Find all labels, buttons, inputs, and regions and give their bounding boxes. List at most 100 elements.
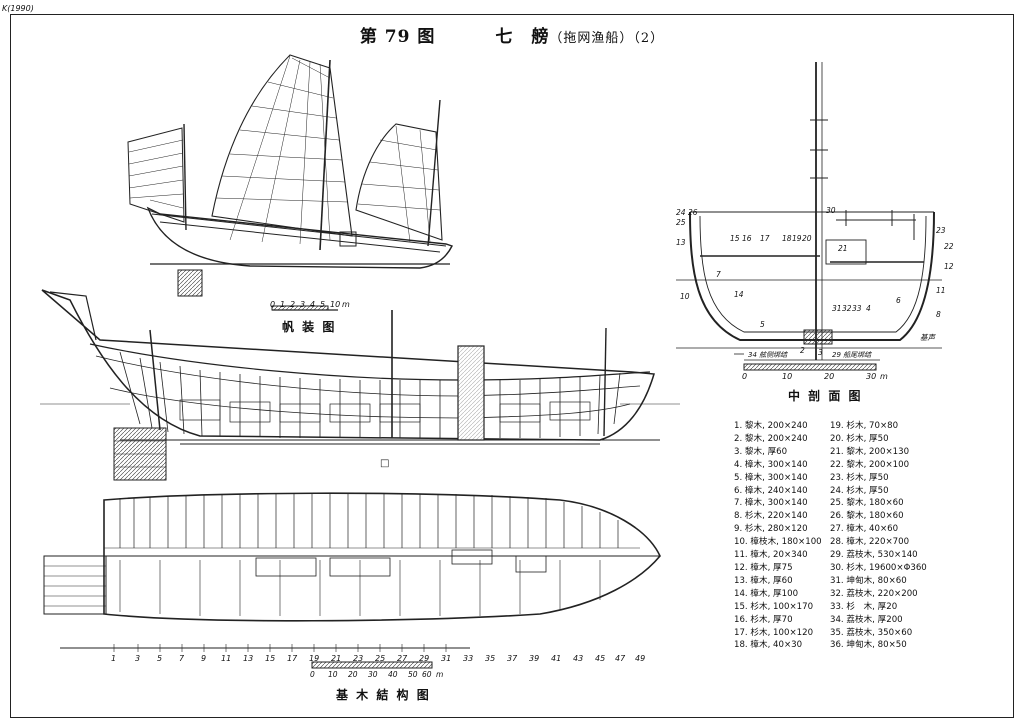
legend-item: 6. 樟木, 240×140 <box>734 485 808 496</box>
keel-scale-tick: 40 <box>388 670 398 679</box>
mid-scale-tick: 20 <box>824 372 835 381</box>
keel-scale-tick: 10 <box>328 670 338 679</box>
callout-label: 15 <box>730 234 740 243</box>
station-number: 35 <box>485 654 496 663</box>
legend-item: 13. 樟木, 厚60 <box>734 575 793 586</box>
callout-label: 4 <box>866 304 871 313</box>
station-number: 27 <box>397 654 408 663</box>
figure-number: 第 79 图 <box>359 27 436 47</box>
sail-plan-caption: 帆 装 图 <box>282 320 337 334</box>
keel-scale-tick: 50 <box>408 670 418 679</box>
mid-scale-tick: m <box>880 372 888 381</box>
callout-label: 19 <box>792 234 802 243</box>
sail-scale-tick: 4 <box>310 300 316 309</box>
legend-item: 18. 樟木, 40×30 <box>734 640 803 651</box>
keel-scale-tick: 0 <box>310 670 315 679</box>
legend-item: 8. 杉木, 220×140 <box>734 511 808 522</box>
mid-section-drawing <box>676 62 942 371</box>
legend-item: 30. 杉木, 19600×Φ360 <box>830 562 927 573</box>
station-number: 7 <box>179 654 185 663</box>
station-number: 41 <box>551 654 562 663</box>
legend-item: 2. 黎木, 200×240 <box>734 433 808 444</box>
sail-scale-tick: 3 <box>300 300 306 309</box>
callout-label: 12 <box>944 262 954 271</box>
legend-item: 32. 荔枝木, 220×200 <box>830 588 918 599</box>
station-number: 39 <box>529 654 540 663</box>
callout-label: 8 <box>936 310 941 319</box>
mid-scale-tick: 30 <box>866 372 877 381</box>
callout-label: 7 <box>716 270 721 279</box>
legend-item: 22. 黎木, 200×100 <box>830 459 910 470</box>
legend-item: 21. 黎木, 200×130 <box>830 446 910 457</box>
sheet-border <box>10 14 1014 718</box>
callout-label: 31 <box>832 304 842 313</box>
legend-item: 10. 樟枝木, 180×100 <box>734 537 822 548</box>
legend-item: 26. 黎木, 180×60 <box>830 511 904 522</box>
station-number: 1 <box>111 654 117 663</box>
legend-item: 28. 樟木, 220×700 <box>830 537 910 548</box>
legend-item: 12. 樟木, 厚75 <box>734 562 793 573</box>
legend-item: 17. 杉木, 100×120 <box>734 627 814 638</box>
callout-label: 5 <box>760 320 765 329</box>
sail-scale-tick: 10 <box>330 300 341 309</box>
legend-item: 34. 荔枝木, 厚200 <box>830 614 903 625</box>
callout-label: 基声 <box>920 333 935 342</box>
station-number: 31 <box>441 654 452 663</box>
vessel-subtitle: （拖网渔船）（2） <box>549 31 665 46</box>
legend-item: 3. 黎木, 厚60 <box>734 446 788 457</box>
keel-scale-tick: 60 <box>422 670 432 679</box>
legend-column-right: 19. 杉木, 70×80 20. 杉木, 厚50 21. 黎木, 200×13… <box>830 420 970 652</box>
callout-label: 11 <box>936 286 946 295</box>
mid-scale-tick: 0 <box>742 372 748 381</box>
keel-structure-caption: 基 木 結 构 图 <box>336 688 431 702</box>
legend-item: 27. 樟木, 40×60 <box>830 524 899 535</box>
mid-section-note: 29 船尾绑结 <box>832 351 872 359</box>
sail-scale-tick: 2 <box>290 300 296 309</box>
callout-label: 32 <box>842 304 852 313</box>
station-number: 15 <box>265 654 276 663</box>
callout-label: 23 <box>936 226 946 235</box>
legend-item: 29. 荔枝木, 530×140 <box>830 550 918 561</box>
mid-scale-tick: 10 <box>782 372 793 381</box>
station-number: 47 <box>615 654 626 663</box>
vessel-name: 七 艕 <box>495 27 550 47</box>
callout-label: 6 <box>896 296 901 305</box>
keel-scale-tick: 20 <box>348 670 358 679</box>
legend-item: 35. 荔枝木, 350×60 <box>830 627 913 638</box>
sail-scale-tick: 5 <box>320 300 326 309</box>
legend-item: 24. 杉木, 厚50 <box>830 485 889 496</box>
mid-section-caption: 中 剖 面 图 <box>788 389 863 403</box>
callout-label: 26 <box>688 208 698 217</box>
callout-label: 10 <box>680 292 690 301</box>
callout-label: 13 <box>676 238 686 247</box>
callout-label: 3 <box>818 348 823 357</box>
callout-label: 24 <box>676 208 686 217</box>
station-number: 9 <box>201 654 207 663</box>
station-number: 37 <box>507 654 518 663</box>
callout-label: 18 <box>782 234 792 243</box>
station-number: 17 <box>287 654 298 663</box>
legend-item: 19. 杉木, 70×80 <box>830 421 899 431</box>
station-number: 29 <box>419 654 430 663</box>
svg-text:□: □ <box>380 458 389 469</box>
keel-scale-tick: m <box>436 670 444 679</box>
legend-item: 5. 樟木, 300×140 <box>734 472 808 483</box>
sail-scale-tick: 0 <box>270 300 276 309</box>
callout-label: 25 <box>676 218 686 227</box>
callout-label: 14 <box>734 290 744 299</box>
station-number: 49 <box>635 654 646 663</box>
callout-label: 17 <box>760 234 770 243</box>
station-number: 43 <box>573 654 584 663</box>
profile-drawing: □ <box>40 289 680 481</box>
station-number: 23 <box>353 654 364 663</box>
sail-scale-tick: 1 <box>280 300 286 309</box>
station-number: 45 <box>595 654 606 663</box>
station-number: 25 <box>375 654 386 663</box>
callout-label: 20 <box>802 234 812 243</box>
plan-view-drawing <box>43 492 661 669</box>
callout-label: 16 <box>742 234 752 243</box>
station-number: 19 <box>309 654 320 663</box>
station-number: 3 <box>135 654 141 663</box>
